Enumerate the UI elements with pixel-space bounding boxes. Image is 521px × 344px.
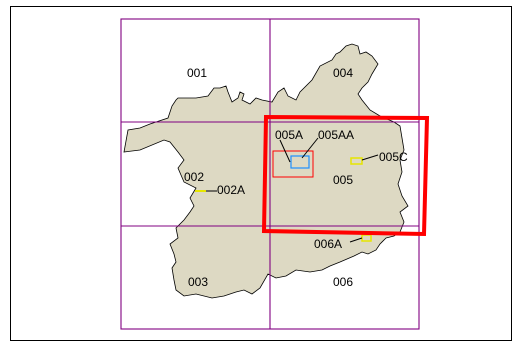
leader-line-005a	[279, 139, 291, 163]
label-006a: 006A	[314, 237, 342, 251]
tile-labels: 001 004 005A 005AA 005C 005 002 002A 006…	[184, 66, 408, 289]
label-005: 005	[333, 173, 353, 187]
label-004: 004	[333, 66, 353, 80]
label-002a: 002A	[217, 183, 245, 197]
selected-tile-highlight[interactable]	[261, 114, 430, 237]
leader-line-005c	[361, 154, 379, 161]
label-005c: 005C	[379, 150, 408, 164]
label-003: 003	[188, 275, 208, 289]
leader-lines	[206, 137, 379, 243]
label-006: 006	[333, 275, 353, 289]
label-001: 001	[187, 66, 207, 80]
leader-line-006a	[349, 237, 363, 243]
index-grid	[120, 18, 420, 330]
tile-005aa-box	[290, 155, 310, 169]
tile-005a-box	[272, 150, 314, 178]
tile-005c-marker	[350, 157, 363, 165]
label-005aa: 005AA	[318, 128, 354, 142]
label-005a: 005A	[275, 128, 303, 142]
leader-line-005aa	[301, 137, 319, 159]
label-002: 002	[184, 170, 204, 184]
